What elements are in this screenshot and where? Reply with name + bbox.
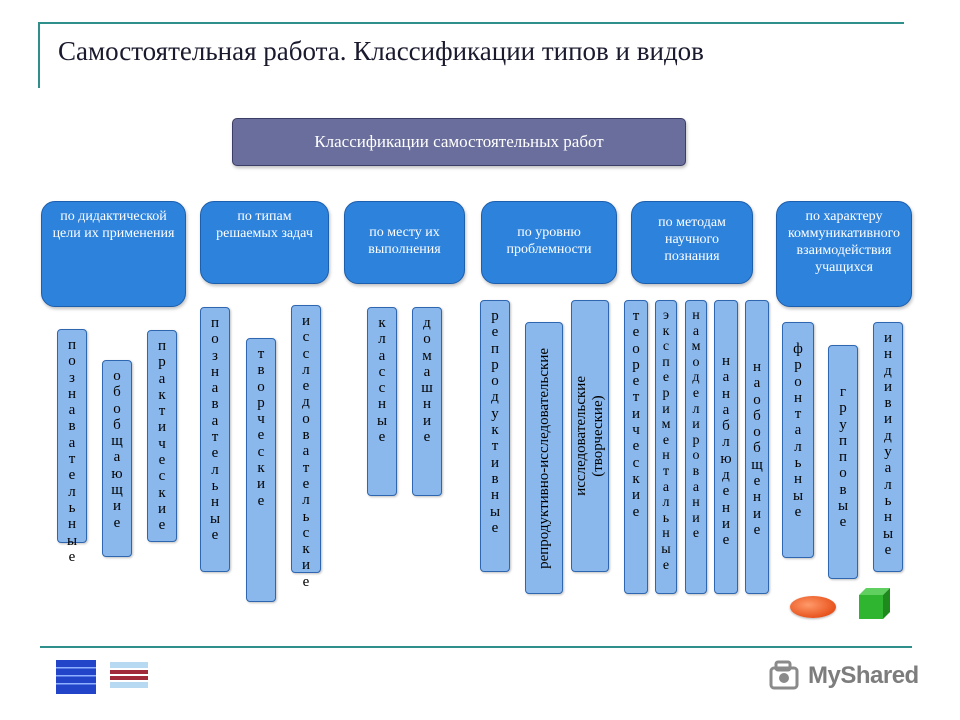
root-classification-box: Классификации самостоятельных работ [232, 118, 686, 166]
leaf-label: исследовательские (творческие) [573, 376, 606, 496]
cube-action-button[interactable] [857, 586, 891, 620]
category-task-types: по типам решаемых задач [200, 201, 329, 284]
category-problem-level: по уровню проблемности [481, 201, 617, 284]
category-label: по дидактической цели их применения [52, 209, 175, 241]
leaf-reproductive-research: репродуктивно-исследовательские [525, 322, 563, 594]
category-label: по методам научного познания [658, 215, 726, 264]
category-scientific-methods: по методам научного познания [631, 201, 753, 284]
brand-watermark: MyShared [768, 656, 919, 696]
left-rule [38, 22, 40, 88]
category-label: по месту их выполнения [368, 225, 441, 257]
cube-icon [859, 588, 890, 619]
bottom-rule [40, 646, 912, 648]
ellipse-action-button[interactable] [790, 596, 836, 618]
brand-text: MyShared [808, 662, 919, 689]
category-communicative: по характеру коммуникативного взаимодейс… [776, 201, 912, 307]
category-place: по месту их выполнения [344, 201, 465, 284]
red-stripes-icon [110, 660, 148, 694]
presentation-nav-icon-2[interactable] [110, 660, 148, 694]
top-rule [40, 22, 904, 24]
root-label: Классификации самостоятельных работ [314, 132, 604, 151]
category-label: по типам решаемых задач [216, 209, 313, 241]
category-label: по уровню проблемности [506, 225, 592, 257]
category-didactic-goal: по дидактической цели их применения [41, 201, 186, 307]
category-label: по характеру коммуникативного взаимодейс… [787, 209, 901, 275]
leaf-label: репродуктивно-исследовательские [536, 347, 552, 569]
leaf-research-creative: исследовательские (творческие) [571, 300, 609, 572]
myshared-logo-icon [769, 660, 799, 690]
presentation-nav-icon[interactable] [56, 660, 96, 694]
page-title: Самостоятельная работа. Классификации ти… [58, 36, 704, 66]
blue-stripes-icon [56, 660, 96, 694]
